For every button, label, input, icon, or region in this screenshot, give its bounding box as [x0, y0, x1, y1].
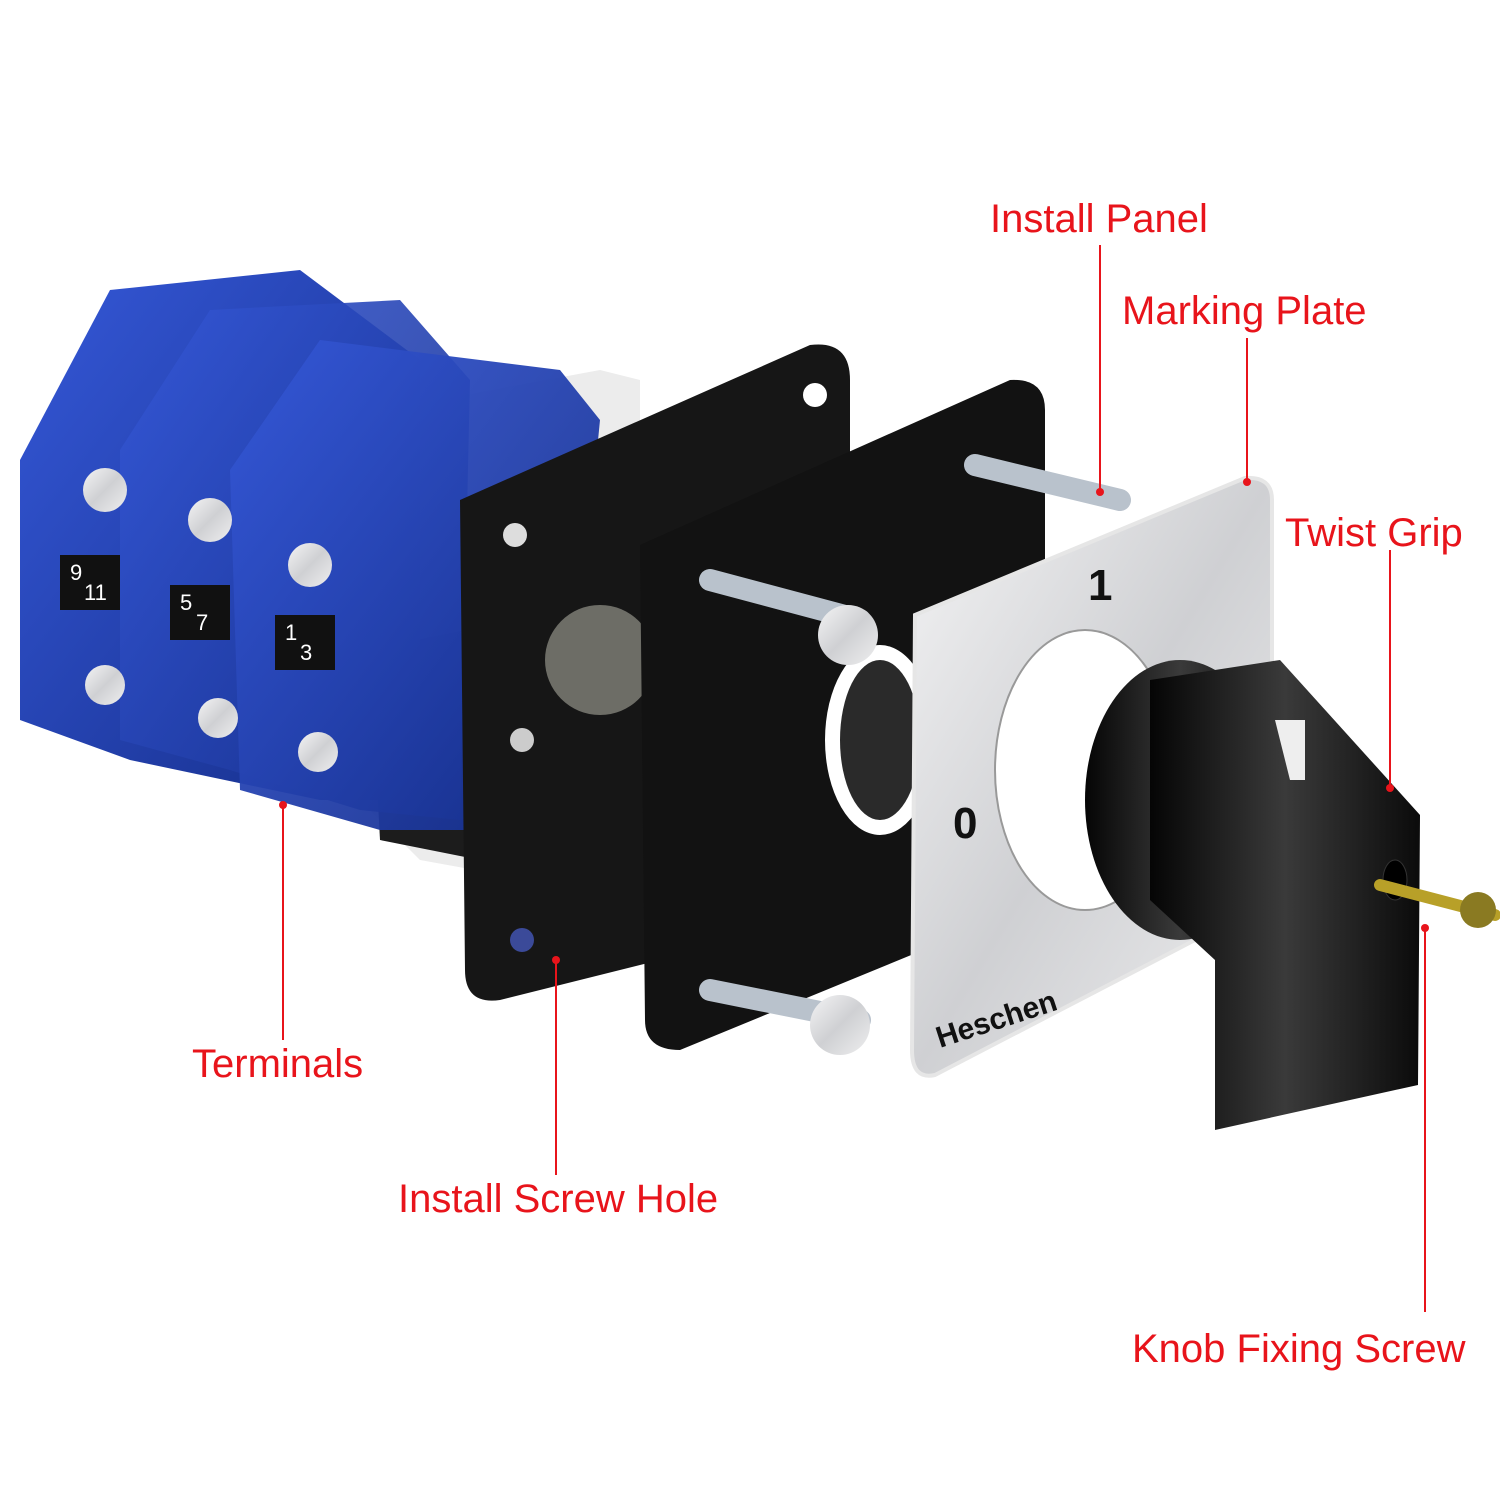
terminal-number: 9 [70, 560, 82, 585]
terminal-blocks: 9 11 5 7 1 3 [20, 270, 600, 830]
callout-knob-fixing-screw: Knob Fixing Screw [1132, 924, 1466, 1371]
callout-install-panel: Install Panel [990, 197, 1208, 496]
label-knob-fixing-screw: Knob Fixing Screw [1132, 1327, 1466, 1371]
callout-terminals: Terminals [192, 801, 363, 1086]
callout-twist-grip: Twist Grip [1285, 511, 1463, 792]
label-install-screw-hole: Install Screw Hole [398, 1177, 718, 1221]
plate-marking-on: 1 [1088, 561, 1112, 610]
label-marking-plate: Marking Plate [1122, 289, 1367, 333]
callout-install-screw-hole: Install Screw Hole [398, 956, 718, 1221]
callout-marking-plate: Marking Plate [1122, 289, 1367, 486]
plate-marking-off: 0 [953, 799, 977, 848]
twist-grip-knob [1085, 660, 1500, 1130]
terminal-number: 5 [180, 590, 192, 615]
label-twist-grip: Twist Grip [1285, 511, 1463, 555]
terminal-number: 11 [84, 580, 107, 605]
terminal-number: 7 [196, 610, 208, 635]
label-terminals: Terminals [192, 1042, 363, 1086]
terminal-number: 1 [285, 620, 297, 645]
terminal-number: 3 [300, 640, 312, 665]
label-install-panel: Install Panel [990, 197, 1208, 241]
